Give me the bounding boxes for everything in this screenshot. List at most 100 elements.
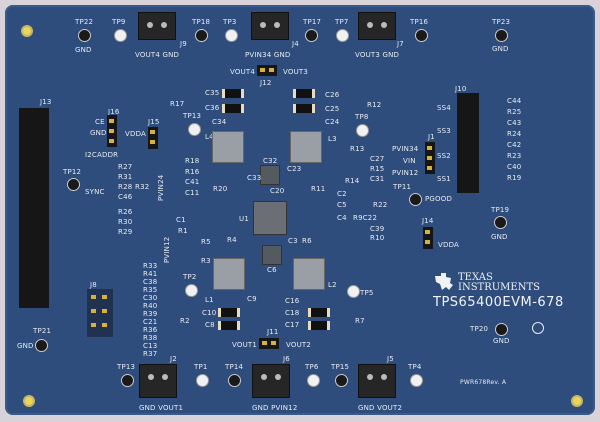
c46-label: C46 bbox=[118, 193, 133, 201]
tp13-bottom-label: TP13 bbox=[117, 363, 136, 371]
r3-label: R3 bbox=[201, 257, 211, 265]
jumper-j11[interactable] bbox=[259, 338, 279, 349]
test-point-tp1[interactable] bbox=[196, 374, 209, 387]
jumper-j12[interactable] bbox=[257, 65, 277, 76]
c10-label: C10 bbox=[202, 309, 217, 317]
tp12-label: TP12 bbox=[63, 168, 82, 176]
pvin24-label: PVIN24 bbox=[157, 174, 165, 201]
capacitor-c26 bbox=[293, 89, 315, 98]
tp19-label: TP19 bbox=[491, 206, 510, 214]
c18-label: C18 bbox=[285, 309, 300, 317]
j1-label: J1 bbox=[428, 133, 435, 141]
ic-u1 bbox=[253, 201, 287, 235]
test-point-tp17[interactable] bbox=[305, 29, 318, 42]
test-point-tp14[interactable] bbox=[228, 374, 241, 387]
j12-label: J12 bbox=[260, 79, 272, 87]
r31-label: R31 bbox=[118, 173, 133, 181]
c42-label: C42 bbox=[507, 141, 522, 149]
test-point-tp13[interactable] bbox=[188, 123, 201, 136]
test-point-tp12[interactable] bbox=[67, 178, 80, 191]
c9-label: C9 bbox=[247, 295, 257, 303]
u1-label: U1 bbox=[239, 215, 249, 223]
ss4-label: SS4 bbox=[437, 104, 451, 112]
j7-label: J7 bbox=[397, 40, 404, 48]
j4-label: J4 bbox=[292, 40, 299, 48]
terminal-block-j7[interactable] bbox=[358, 12, 396, 40]
c4-label: C4 bbox=[337, 214, 347, 222]
tp5-label: TP5 bbox=[360, 289, 374, 297]
test-point-tp8[interactable] bbox=[356, 124, 369, 137]
ti-wordmark-line1: Texas bbox=[458, 272, 493, 283]
no-lead-symbol-icon bbox=[532, 322, 544, 334]
test-point-tp23[interactable] bbox=[495, 29, 508, 42]
inductor-l3 bbox=[290, 131, 322, 163]
c6-label: C6 bbox=[267, 266, 277, 274]
capacitor-c10 bbox=[218, 308, 240, 317]
test-point-tp18[interactable] bbox=[195, 29, 208, 42]
test-point-tp5[interactable] bbox=[347, 285, 360, 298]
tp17-label: TP17 bbox=[303, 18, 322, 26]
jumper-header-j8[interactable] bbox=[87, 289, 113, 337]
c34-label: C34 bbox=[212, 118, 227, 126]
jumper-j16[interactable] bbox=[107, 115, 117, 147]
test-point-tp22[interactable] bbox=[78, 29, 91, 42]
terminal-block-j2[interactable] bbox=[139, 364, 177, 398]
tp11-label: TP11 bbox=[393, 183, 412, 191]
pgood-label: PGOOD bbox=[425, 195, 453, 203]
pvin12-label: PVIN12 bbox=[163, 236, 171, 263]
terminal-block-j9[interactable] bbox=[138, 12, 176, 40]
c11-label: C11 bbox=[185, 189, 200, 197]
c1-label: C1 bbox=[176, 216, 186, 224]
r22-label: R22 bbox=[373, 201, 388, 209]
c3-label: C3 bbox=[288, 237, 298, 245]
j16-label: J16 bbox=[108, 108, 120, 116]
jumper-j15[interactable] bbox=[148, 127, 158, 149]
terminal-block-j6[interactable] bbox=[252, 364, 290, 398]
r41-label: R41 bbox=[143, 270, 158, 278]
r40-label: R40 bbox=[143, 302, 158, 310]
test-point-tp6[interactable] bbox=[307, 374, 320, 387]
test-point-tp21[interactable] bbox=[35, 339, 48, 352]
test-point-tp2[interactable] bbox=[185, 284, 198, 297]
r12-label: R12 bbox=[367, 101, 382, 109]
r26-label: R26 bbox=[118, 208, 133, 216]
gnd-label: GND bbox=[493, 337, 510, 345]
jumper-j1[interactable] bbox=[425, 142, 435, 174]
test-point-tp7[interactable] bbox=[336, 29, 349, 42]
gnd-label: GND bbox=[492, 45, 509, 53]
test-point-tp13-bottom[interactable] bbox=[121, 374, 134, 387]
test-point-tp16[interactable] bbox=[415, 29, 428, 42]
r24-label: R24 bbox=[507, 130, 522, 138]
ti-wordmark: Texas Instruments bbox=[458, 273, 540, 293]
mounting-hole bbox=[21, 25, 33, 37]
j10-label: J10 bbox=[455, 85, 467, 93]
j15-label: J15 bbox=[148, 118, 160, 126]
c35-label: C35 bbox=[205, 89, 220, 97]
c25-label: C25 bbox=[325, 105, 340, 113]
c32-label: C32 bbox=[263, 157, 278, 165]
test-point-tp11[interactable] bbox=[409, 193, 422, 206]
j2-label: J2 bbox=[170, 355, 177, 363]
c24-label: C24 bbox=[325, 118, 340, 126]
tp22-label: TP22 bbox=[75, 18, 94, 26]
test-point-tp3[interactable] bbox=[225, 29, 238, 42]
connector-j13[interactable] bbox=[19, 108, 49, 308]
j2-pins-label: GND VOUT1 bbox=[139, 404, 184, 412]
test-point-tp20[interactable] bbox=[495, 323, 508, 336]
r37-label: R37 bbox=[143, 350, 158, 358]
tp13-label: TP13 bbox=[183, 112, 202, 120]
tp15-label: TP15 bbox=[331, 363, 350, 371]
jumper-header-j10[interactable] bbox=[457, 93, 479, 193]
test-point-tp19[interactable] bbox=[494, 216, 507, 229]
j6-pins-label: GND PVIN12 bbox=[252, 404, 298, 412]
r29-label: R29 bbox=[118, 228, 133, 236]
c44-label: C44 bbox=[507, 97, 522, 105]
terminal-block-j4[interactable] bbox=[251, 12, 289, 40]
test-point-tp4[interactable] bbox=[410, 374, 423, 387]
terminal-block-j5[interactable] bbox=[358, 364, 396, 398]
r36-label: R36 bbox=[143, 326, 158, 334]
jumper-j14[interactable] bbox=[423, 227, 433, 249]
test-point-tp15[interactable] bbox=[335, 374, 348, 387]
test-point-tp9[interactable] bbox=[114, 29, 127, 42]
c27-label: C27 bbox=[370, 155, 385, 163]
